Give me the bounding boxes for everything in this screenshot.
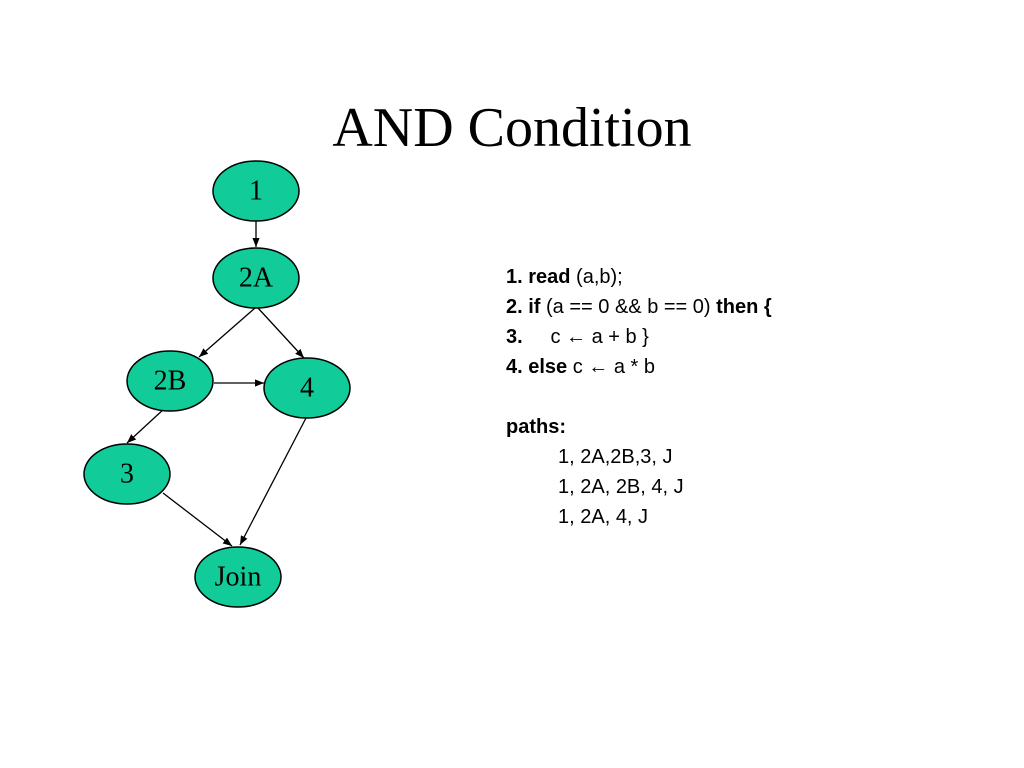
node-2A: 2A — [212, 247, 300, 309]
code-text: (a == 0 && b == 0) — [540, 296, 717, 318]
node-4: 4 — [263, 357, 351, 419]
line-number: 2. — [506, 296, 523, 318]
code-line-2: 2. if (a == 0 && b == 0) then { — [506, 292, 772, 322]
keyword-if: if — [528, 296, 541, 318]
code-line-1: 1. read (a,b); — [506, 262, 772, 292]
node-1: 1 — [212, 160, 300, 222]
code-text: c ← a * b — [567, 356, 655, 378]
node-2B: 2B — [126, 350, 214, 412]
node-1-label: 1 — [249, 176, 263, 207]
node-2B-label: 2B — [154, 366, 187, 397]
line-number: 3. — [506, 326, 523, 348]
path-item: 1, 2A,2B,3, J — [558, 446, 673, 468]
node-4-label: 4 — [300, 373, 314, 404]
paths-label: paths: — [506, 416, 566, 438]
edge-4-Join — [239, 417, 307, 546]
keyword-else: else — [528, 356, 568, 378]
edge-2A-2B — [198, 307, 256, 358]
node-join-label: Join — [215, 562, 262, 593]
code-text: (a,b); — [570, 266, 623, 288]
node-2A-label: 2A — [239, 263, 274, 294]
node-3-label: 3 — [120, 459, 134, 490]
edge-2A-4 — [257, 307, 305, 359]
keyword-then: then { — [716, 296, 772, 318]
path-item: 1, 2A, 2B, 4, J — [558, 476, 684, 498]
node-join: Join — [194, 546, 282, 608]
line-number: 1. — [506, 266, 523, 288]
pseudocode-block: 1. read (a,b); 2. if (a == 0 && b == 0) … — [506, 262, 772, 532]
path-item: 1, 2A, 4, J — [558, 506, 649, 528]
line-number: 4. — [506, 356, 523, 378]
edge-3-Join — [162, 492, 233, 547]
node-3: 3 — [83, 443, 171, 505]
keyword-read: read — [528, 266, 571, 288]
slide-title: AND Condition — [332, 97, 692, 159]
code-text: c ← a + b } — [522, 326, 649, 348]
code-line-4: 4. else c ← a * b — [506, 352, 772, 382]
code-line-3: 3. c ← a + b } — [506, 322, 772, 352]
edge-2B-3 — [126, 407, 166, 444]
